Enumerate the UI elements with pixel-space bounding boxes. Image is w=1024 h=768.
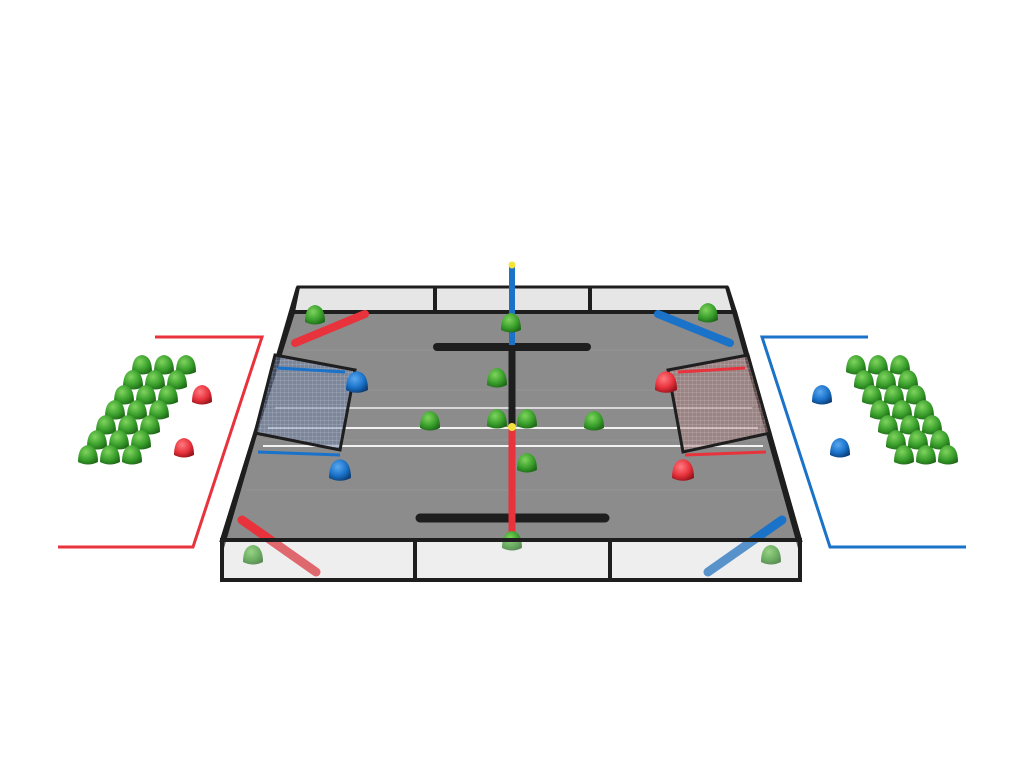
green-cone [908,430,928,450]
green-cone [243,545,263,565]
red-corner-bar [237,515,321,577]
blue-cone [346,371,368,393]
green-cone [109,430,129,450]
green-cone [906,385,926,405]
green-cone [892,400,912,420]
green-cone [884,385,904,405]
green-cone [105,400,125,420]
green-cone [167,370,187,390]
green-cone [122,445,142,465]
green-cone [176,355,196,375]
green-cone [938,445,958,465]
green-cone [136,385,156,405]
green-cone [886,430,906,450]
green-cone [127,400,147,420]
blue-cone [812,385,832,405]
green-cone [876,370,896,390]
green-cone [114,385,134,405]
green-cone [154,355,174,375]
blue-corner-bar [654,310,734,347]
front-wall [220,538,802,582]
blue-alliance-station-line [759,335,966,549]
green-cone [87,430,107,450]
green-cone [916,445,936,465]
pole-tip [508,423,516,431]
green-cone [584,411,604,431]
green-cone [517,453,537,473]
left-goal [253,353,357,457]
green-cone [420,411,440,431]
blue-cone [830,438,850,458]
green-cone [487,409,507,429]
green-cone [517,409,537,429]
green-cone [930,430,950,450]
green-cone [305,305,325,325]
green-cone [922,415,942,435]
green-cone [854,370,874,390]
green-cone [878,415,898,435]
green-cone [698,303,718,323]
green-cone [123,370,143,390]
red-cone [192,385,212,405]
red-cone [174,438,194,458]
green-cone [118,415,138,435]
green-cone [870,400,890,420]
green-cone [898,370,918,390]
red-alliance-station-line [58,335,265,549]
red-corner-bar [291,310,369,347]
green-cone [890,355,910,375]
green-cone [914,400,934,420]
green-cone [145,370,165,390]
green-cone [862,385,882,405]
front-wall-posts [413,287,612,580]
green-cone [487,368,507,388]
green-cone [100,445,120,465]
green-cone [131,430,151,450]
green-cone [894,445,914,465]
blue-cone [329,459,351,481]
green-cone [96,415,116,435]
green-cone [868,355,888,375]
pole-tip [508,261,516,269]
green-cone [140,415,160,435]
green-cone [761,545,781,565]
green-cone [78,445,98,465]
green-cone [846,355,866,375]
right-goal [666,353,772,457]
red-cone [655,371,677,393]
blue-corner-bar [703,515,787,577]
green-cone [132,355,152,375]
green-cone [900,415,920,435]
red-cone [672,459,694,481]
green-cone [501,313,521,333]
green-cone [149,400,169,420]
green-cone [158,385,178,405]
